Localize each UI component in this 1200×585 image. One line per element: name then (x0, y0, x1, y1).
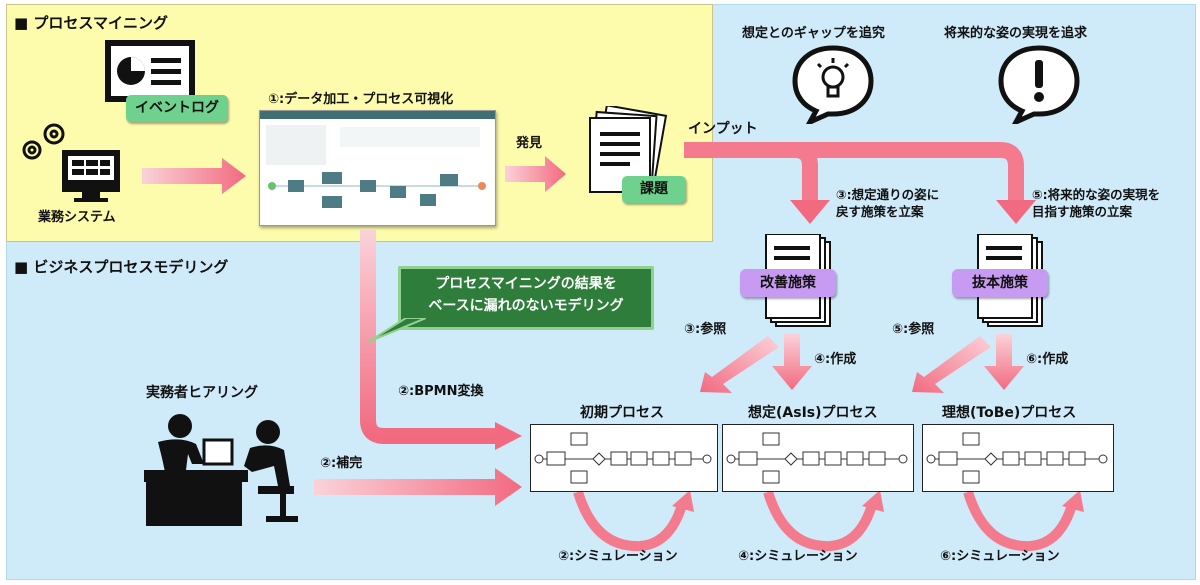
arrow-create-tobe (984, 334, 1024, 390)
arrow-ref-asis (912, 336, 991, 393)
tobe-process-title: 理想(ToBe)プロセス (942, 405, 1077, 421)
initial-process-title: 初期プロセス (580, 405, 664, 421)
arrow-create-asis (772, 334, 812, 390)
improvement-measure-badge: 改善施策 (740, 269, 836, 297)
goal-future-label: 将来的な姿の実現を追求 (944, 26, 1088, 41)
sim6-label: ⑥:シミュレーション (940, 549, 1060, 564)
radical-measure-badge: 抜本施策 (952, 269, 1048, 297)
sim-loop-tobe (963, 490, 1077, 552)
goal-gap-label: 想定とのギャップを追究 (742, 26, 885, 41)
issue-badge: 課題 (622, 176, 686, 203)
exclamation-bubble-icon (998, 45, 1080, 124)
business-system-icon (22, 123, 120, 202)
modeling-callout: プロセスマイニングの結果を ベースに漏れのないモデリング (398, 266, 654, 330)
arrow-to-improvement (790, 200, 830, 224)
lightbulb-bubble-icon (792, 45, 874, 124)
arrow-supplement (314, 468, 522, 506)
discovery-label: 発見 (516, 136, 543, 151)
process-mining-screenshot (259, 110, 496, 226)
arrow-ref-initial (700, 336, 779, 393)
arrow-bpmn-convert (360, 230, 495, 444)
sim-loop-asis (763, 490, 877, 552)
step3-plan-label: ③:想定通りの姿に 戻す施策を立案 (836, 187, 940, 219)
asis-process-title: 想定(AsIs)プロセス (748, 405, 878, 421)
issue-documents-icon (589, 106, 668, 193)
arrow-step1-to-issue (505, 156, 566, 192)
ref5-label: ⑤:参照 (892, 322, 935, 337)
business-system-label: 業務システム (38, 210, 116, 225)
callout-tail (367, 318, 426, 343)
arrow-system-to-step1 (142, 158, 246, 194)
event-log-badge: イベントログ (126, 95, 228, 122)
sim2-label: ②:シミュレーション (558, 549, 678, 564)
arrow-input-line (684, 142, 1024, 200)
hearing-icon (144, 414, 298, 526)
arrow-to-radical (996, 200, 1036, 224)
sim-loop-initial (573, 490, 687, 552)
hearing-label: 実務者ヒアリング (146, 385, 258, 401)
section-business-modeling: ■ ビジネスプロセスモデリング (14, 258, 229, 276)
step5-plan-label: ⑤:将来的な姿の実現を 目指す施策の立案 (1032, 187, 1161, 219)
ref3-label: ③:参照 (684, 322, 727, 337)
event-log-icon (105, 40, 195, 102)
create4-label: ④:作成 (814, 352, 857, 367)
input-label: インプット (688, 121, 758, 137)
sim4-label: ④:シミュレーション (738, 549, 858, 564)
bpmn-convert-label: ②:BPMN変換 (398, 384, 484, 399)
supplement-label: ②:補完 (320, 456, 363, 471)
step1-label: ①:データ加工・プロセス可視化 (268, 92, 454, 107)
section-process-mining: ■ プロセスマイニング (14, 14, 168, 32)
asis-process-diagram (722, 424, 914, 492)
tobe-process-diagram (922, 424, 1114, 492)
initial-process-diagram (530, 424, 718, 492)
create6-label: ⑥:作成 (1026, 352, 1069, 367)
